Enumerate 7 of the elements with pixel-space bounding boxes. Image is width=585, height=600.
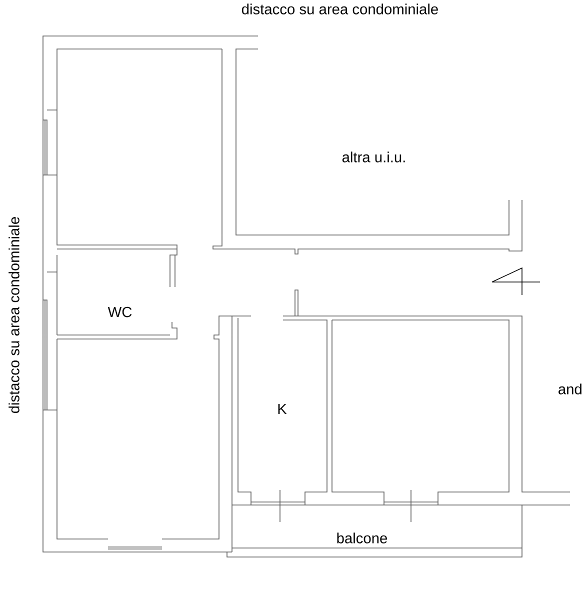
area-label: distacco su area condominiale <box>8 217 20 414</box>
room-label: altra u.i.u. <box>342 152 405 162</box>
room-label: balcone <box>337 532 388 544</box>
room-label: K <box>278 404 287 414</box>
room-label: WC <box>108 306 132 318</box>
area-label: distacco su area condominiale <box>242 4 438 14</box>
room-label: and <box>558 384 582 394</box>
